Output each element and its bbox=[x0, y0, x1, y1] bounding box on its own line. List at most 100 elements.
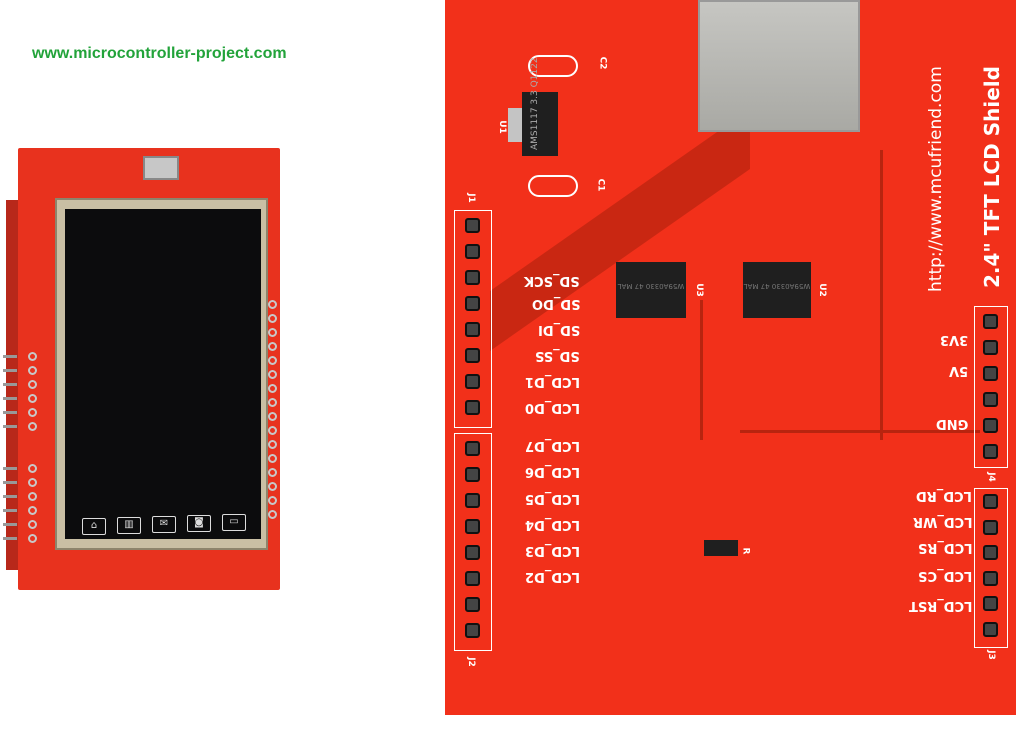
watermark-link: www.microcontroller-project.com bbox=[32, 45, 287, 62]
header-pin bbox=[983, 340, 998, 355]
header-pin bbox=[3, 467, 17, 470]
header-pin bbox=[983, 366, 998, 381]
pcb-trace bbox=[880, 150, 883, 440]
home-icon: ⌂ bbox=[82, 518, 106, 535]
j1-label: J1 bbox=[465, 193, 476, 203]
solder-pad bbox=[268, 496, 277, 505]
pin-label: LCD_D4 bbox=[525, 517, 580, 532]
resistor-network bbox=[704, 540, 738, 556]
header-pin bbox=[3, 481, 17, 484]
solder-pad bbox=[28, 408, 37, 417]
c2-label: C2 bbox=[597, 56, 608, 70]
header-pin bbox=[465, 296, 480, 311]
book-icon: ▥ bbox=[117, 517, 141, 534]
header-pin bbox=[465, 519, 480, 534]
pin-label: LCD_D7 bbox=[525, 438, 580, 453]
regulator-marking: AMS1117 3.3 Q1122 bbox=[530, 57, 540, 150]
header-pin bbox=[983, 314, 998, 329]
header-j3 bbox=[974, 488, 1008, 648]
solder-pad bbox=[28, 352, 37, 361]
pin-label: LCD_D2 bbox=[525, 569, 580, 584]
solder-pad bbox=[268, 384, 277, 393]
header-pin bbox=[3, 495, 17, 498]
pin-label: LCD_CS bbox=[917, 568, 972, 583]
pin-label: LCD_D3 bbox=[525, 543, 580, 558]
header-pin bbox=[465, 597, 480, 612]
solder-pad bbox=[268, 356, 277, 365]
header-pin bbox=[465, 441, 480, 456]
header-pin bbox=[465, 571, 480, 586]
header-pin bbox=[983, 596, 998, 611]
solder-pad bbox=[28, 478, 37, 487]
header-pin bbox=[983, 621, 998, 637]
header-pin bbox=[465, 545, 480, 560]
pin-label: LCD_RST bbox=[908, 598, 972, 613]
capacitor-c2 bbox=[528, 55, 578, 77]
header-pin bbox=[983, 494, 998, 509]
solder-pad bbox=[28, 394, 37, 403]
solder-pad bbox=[268, 370, 277, 379]
pin-label: GND bbox=[935, 416, 968, 431]
header-pin bbox=[3, 523, 17, 526]
header-pin bbox=[983, 418, 998, 433]
header-pin bbox=[465, 400, 480, 415]
header-pin bbox=[465, 493, 480, 508]
pin-label: LCD_D5 bbox=[525, 491, 580, 506]
header-pin bbox=[983, 519, 998, 535]
j3-label: J3 bbox=[985, 650, 996, 660]
header-pin bbox=[465, 322, 480, 337]
capacitor-c1 bbox=[528, 175, 578, 197]
solder-pad bbox=[268, 398, 277, 407]
header-pin bbox=[3, 537, 17, 540]
pin-label: 3V3 bbox=[939, 332, 968, 347]
solder-pad bbox=[268, 328, 277, 337]
chip-marking: W59A0330 47 MAL bbox=[743, 282, 811, 290]
j4-label: J4 bbox=[985, 472, 996, 482]
header-pin bbox=[3, 355, 17, 358]
solder-pad bbox=[28, 520, 37, 529]
pcb-trace bbox=[700, 300, 703, 440]
resistor-label: R bbox=[740, 547, 751, 555]
solder-pad bbox=[268, 468, 277, 477]
pin-label: 5V bbox=[948, 363, 968, 378]
solder-pad bbox=[268, 314, 277, 323]
c1-label: C1 bbox=[595, 178, 606, 192]
header-j4 bbox=[974, 306, 1008, 468]
solder-pad bbox=[268, 510, 277, 519]
solder-pad bbox=[28, 366, 37, 375]
header-pin bbox=[983, 392, 998, 407]
solder-pad bbox=[268, 440, 277, 449]
regulator-u1 bbox=[522, 92, 558, 156]
solder-pad bbox=[28, 506, 37, 515]
solder-pad bbox=[28, 492, 37, 501]
reset-button bbox=[143, 156, 179, 180]
buffer-chip-u2: W59A0330 47 MAL bbox=[743, 262, 811, 318]
header-pin bbox=[465, 374, 480, 389]
sd-card-slot bbox=[698, 0, 860, 132]
pin-label: SD_SS bbox=[535, 348, 580, 363]
pin-label: LCD_D1 bbox=[525, 374, 580, 389]
header-pin bbox=[465, 270, 480, 285]
pin-label: LCD_RS bbox=[917, 540, 973, 555]
u2-label: U2 bbox=[816, 283, 827, 297]
pin-label: SD_SCK bbox=[524, 273, 580, 288]
header-pin bbox=[465, 623, 480, 638]
header-pin bbox=[465, 467, 480, 482]
pin-label: SD_DI bbox=[537, 322, 580, 337]
header-pin bbox=[3, 383, 17, 386]
pin-label: LCD_D0 bbox=[525, 400, 580, 415]
solder-pad bbox=[268, 300, 277, 309]
header-pin bbox=[465, 218, 480, 233]
lcd-screen bbox=[65, 209, 261, 539]
header-pin bbox=[465, 348, 480, 363]
solder-pad bbox=[268, 412, 277, 421]
header-pin bbox=[983, 545, 998, 560]
header-pin bbox=[3, 369, 17, 372]
buffer-chip-u3: W59A0330 47 MAL bbox=[616, 262, 686, 318]
mail-icon: ✉ bbox=[152, 516, 176, 533]
monitor-icon: ▭ bbox=[222, 514, 246, 531]
solder-pad bbox=[28, 380, 37, 389]
regulator-part: AMS1117 bbox=[530, 107, 540, 150]
header-pin bbox=[3, 411, 17, 414]
solder-pad bbox=[28, 534, 37, 543]
